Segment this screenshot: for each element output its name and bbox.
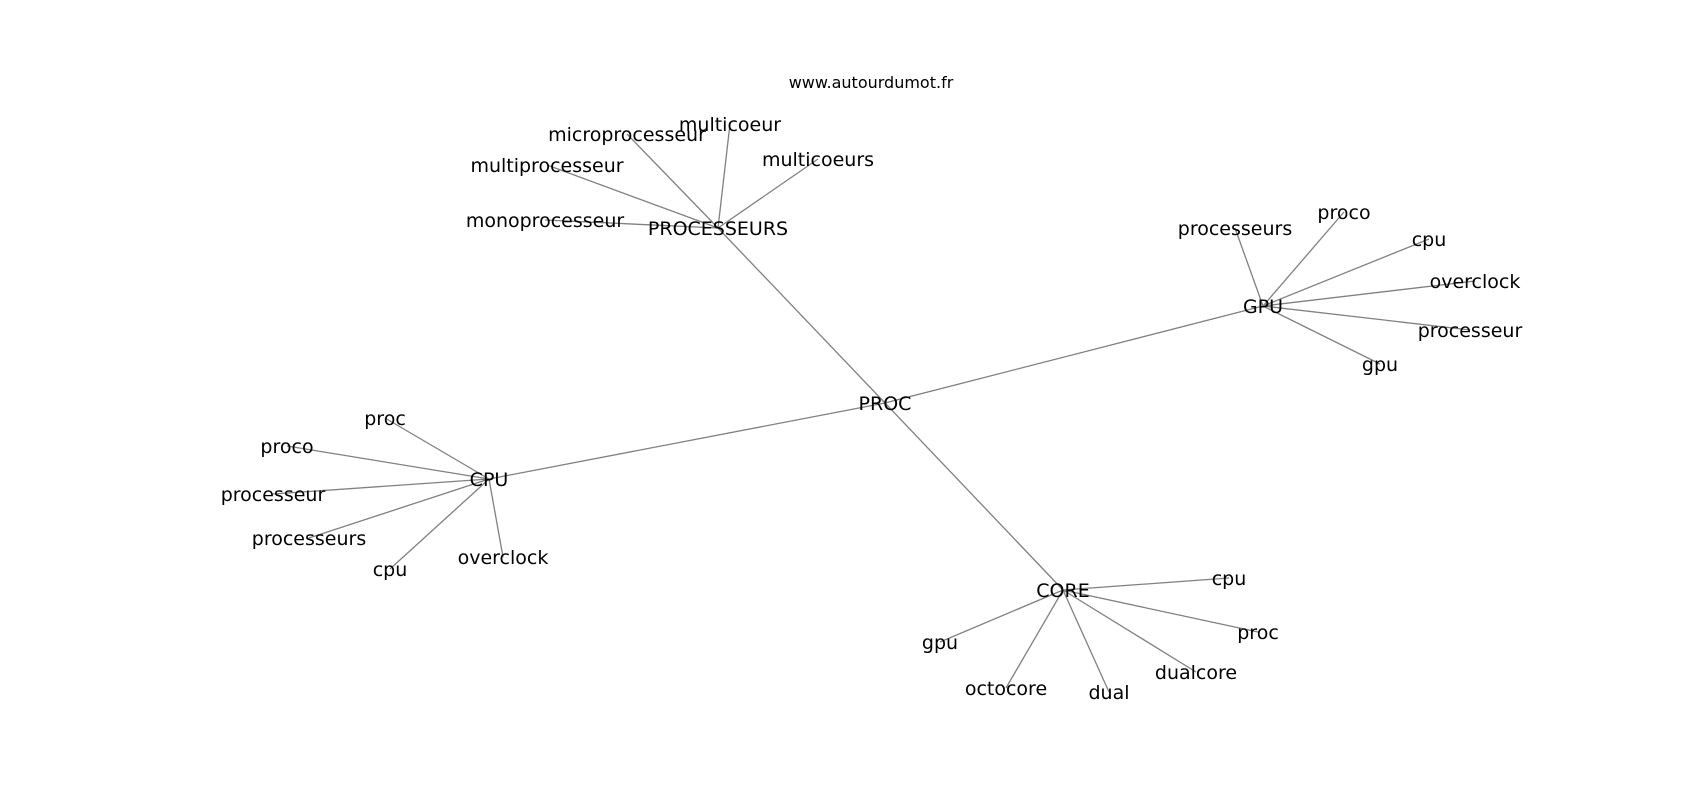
node-cpu-proc: proc <box>364 408 406 430</box>
node-cpu-processeurs: processeurs <box>252 528 366 550</box>
edge-core-dualcore <box>1062 589 1197 673</box>
node-gpu-gpu: gpu <box>1362 354 1398 376</box>
node-proc: PROC <box>859 393 912 415</box>
edge-cpu-processeurs <box>308 478 490 539</box>
edge-processeurs-microprocesseur <box>626 133 719 229</box>
nodes-layer: PROC PROCESSEURS GPU CPU CORE multicoeurmicro… <box>221 114 1523 704</box>
node-gpu-overclock: overclock <box>1430 271 1521 293</box>
node-core-proc: proc <box>1237 622 1279 644</box>
edge-cpu-processeur <box>272 478 490 495</box>
edge-proc-processeurs <box>717 227 886 404</box>
edge-cpu-proc <box>384 417 490 480</box>
node-processeurs-multicoeurs: multicoeurs <box>762 149 874 171</box>
edge-core-gpu <box>939 589 1064 643</box>
edge-processeurs-multicoeurs <box>717 158 819 229</box>
edges-layer <box>272 123 1476 693</box>
edge-processeurs-monoprocesseur <box>544 219 719 229</box>
edge-gpu-gpu <box>1262 305 1381 365</box>
node-cpu-cpu: cpu <box>373 559 408 581</box>
edge-cpu-proco <box>286 445 490 480</box>
edge-cpu-cpu <box>389 478 490 570</box>
node-gpu-processeur: processeur <box>1418 320 1523 342</box>
node-gpu: GPU <box>1243 296 1283 318</box>
edge-gpu-overclock <box>1262 280 1476 307</box>
node-processeurs: PROCESSEURS <box>648 218 788 240</box>
node-gpu-proco: proco <box>1317 202 1370 224</box>
node-gpu-processeurs: processeurs <box>1178 218 1292 240</box>
node-core-gpu: gpu <box>922 632 958 654</box>
node-core-dual: dual <box>1088 682 1129 704</box>
node-processeurs-multicoeur: multicoeur <box>679 114 781 136</box>
node-core: CORE <box>1036 580 1089 602</box>
edge-cpu-overclock <box>488 478 504 558</box>
edge-processeurs-multiprocesseur <box>546 164 719 229</box>
edge-gpu-proco <box>1262 211 1345 307</box>
node-cpu: CPU <box>470 469 509 491</box>
node-core-dualcore: dualcore <box>1155 662 1237 684</box>
edge-proc-cpu <box>488 402 886 480</box>
node-processeurs-microprocesseur: microprocesseur <box>548 124 706 146</box>
edge-core-dual <box>1062 589 1110 693</box>
source-watermark: www.autourdumot.fr <box>789 73 954 92</box>
node-core-cpu: cpu <box>1212 568 1247 590</box>
edge-gpu-cpu <box>1262 238 1430 307</box>
node-cpu-processeur: processeur <box>221 484 326 506</box>
node-core-octocore: octocore <box>965 678 1047 700</box>
edge-core-octocore <box>1005 589 1064 689</box>
edge-core-cpu <box>1062 577 1230 591</box>
node-processeurs-monoprocesseur: monoprocesseur <box>466 210 625 232</box>
edge-proc-core <box>884 402 1064 591</box>
edge-proc-gpu <box>884 305 1264 404</box>
edge-core-proc <box>1062 589 1259 633</box>
edge-processeurs-multicoeur <box>717 123 731 229</box>
node-cpu-proco: proco <box>260 436 313 458</box>
node-processeurs-multiprocesseur: multiprocesseur <box>470 155 623 177</box>
node-cpu-overclock: overclock <box>458 547 549 569</box>
edge-gpu-processeur <box>1262 305 1471 331</box>
edge-gpu-processeurs <box>1234 227 1264 307</box>
node-gpu-cpu: cpu <box>1412 229 1447 251</box>
